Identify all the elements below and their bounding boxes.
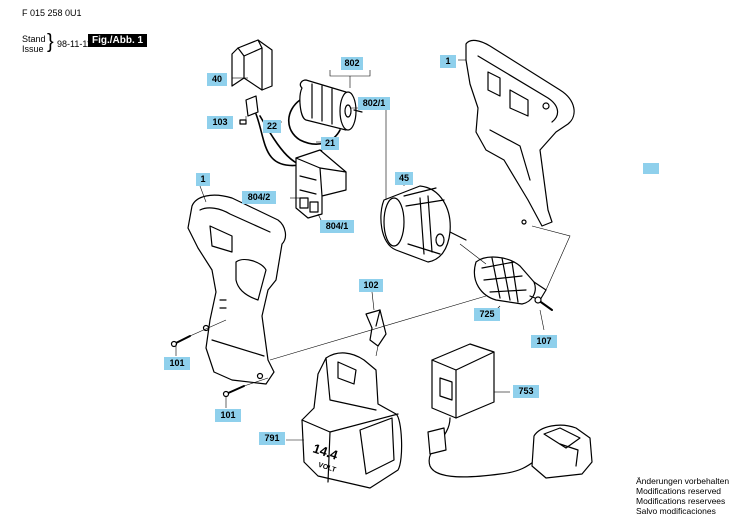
gearbox-part-45	[380, 185, 467, 263]
callout-21: 21	[321, 137, 339, 150]
chuck-part-725	[473, 256, 547, 305]
callout-45: 45	[395, 172, 413, 185]
housing-half-right-part-1	[465, 39, 575, 227]
screw-part-101-lower	[225, 385, 245, 395]
callout-102: 102	[359, 279, 383, 292]
motor-part-802	[299, 79, 363, 131]
callout-802-1: 802/1	[358, 97, 390, 110]
callout-1-left: 1	[196, 173, 210, 186]
note-german: Änderungen vorbehalten	[636, 476, 730, 486]
clip-part-102	[365, 309, 387, 347]
callout-1-top: 1	[440, 55, 456, 68]
screw-part-103	[239, 119, 247, 125]
figure-label: Fig./Abb. 1	[88, 34, 148, 47]
callout-802: 802	[341, 57, 363, 70]
bracket-part-40	[231, 39, 273, 117]
callout-804-2: 804/2	[242, 191, 276, 204]
issue-date: 98-11-11	[57, 39, 92, 49]
callout-40: 40	[207, 73, 227, 86]
header-brace: }	[47, 31, 54, 53]
note-english: Modifications reserved	[636, 486, 722, 496]
callout-101-upper: 101	[164, 357, 190, 370]
note-spanish: Salvo modificaciones	[636, 506, 716, 516]
battery-part-791	[301, 352, 403, 489]
part-number: F 015 258 0U1	[22, 8, 82, 18]
callout-22: 22	[263, 120, 281, 133]
screw-part-107	[534, 296, 553, 311]
callout-791: 791	[259, 432, 285, 445]
charger-part-753	[427, 343, 593, 479]
stand-label: Stand	[22, 34, 46, 44]
switch-part-804	[295, 149, 347, 219]
note-french: Modifications reservees	[636, 496, 726, 506]
color-swatch	[643, 163, 659, 174]
bracket-802	[329, 70, 371, 77]
housing-assembled-part-1	[187, 194, 287, 385]
callout-103: 103	[207, 116, 233, 129]
callout-107: 107	[531, 335, 557, 348]
callout-804-1: 804/1	[320, 220, 354, 233]
callout-753: 753	[513, 385, 539, 398]
callout-101-lower: 101	[215, 409, 241, 422]
callout-725: 725	[474, 308, 500, 321]
issue-label: Issue	[22, 44, 44, 54]
modification-notes: Änderungen vorbehalten Modifications res…	[636, 476, 729, 516]
